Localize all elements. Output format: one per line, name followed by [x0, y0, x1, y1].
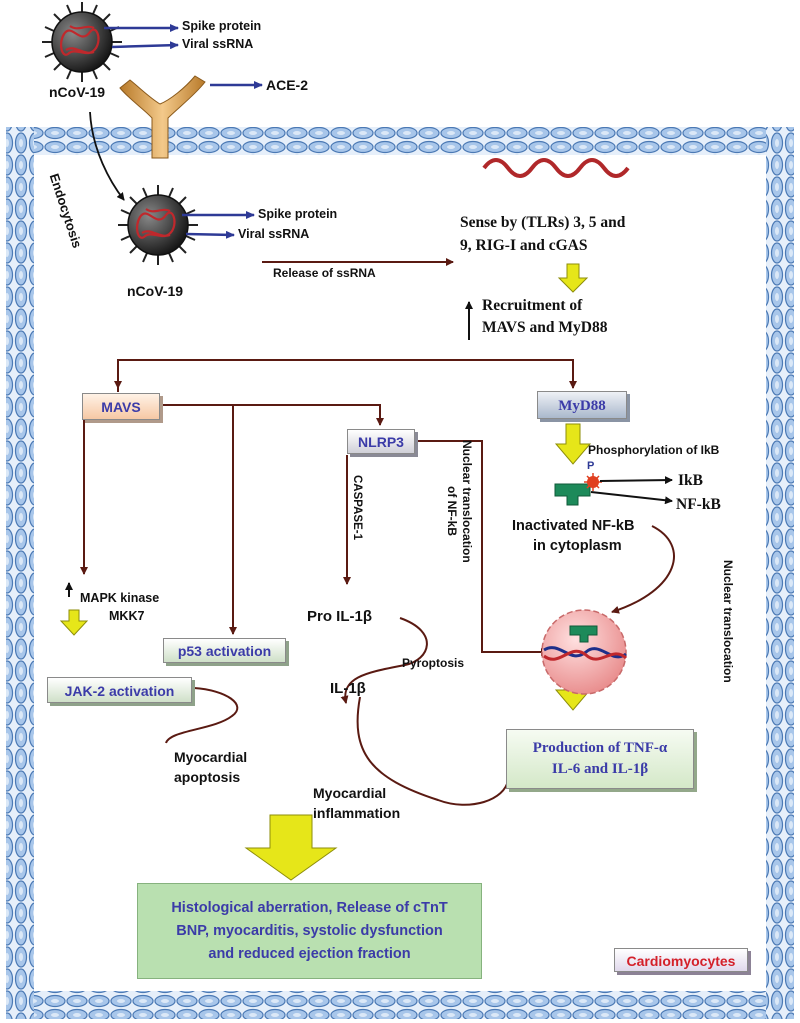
recruitment-line-1: Recruitment of [482, 297, 583, 314]
ncov19-label-inner: nCoV-19 [127, 283, 184, 299]
virus-particle-top [42, 2, 122, 82]
myocardial-apoptosis-line-1: Myocardial [174, 749, 248, 765]
label-pointer-arrows [104, 24, 263, 239]
sense-line-2: 9, RIG-I and cGAS [460, 237, 588, 254]
release-ssrna-label: Release of ssRNA [273, 266, 376, 280]
viral-ssrna-label-top: Viral ssRNA [182, 37, 254, 51]
upregulation-arrows [65, 301, 473, 597]
outcome-line-2: BNP, myocarditis, systolic dysfunction [176, 923, 443, 939]
mavs-box: MAVS [82, 393, 160, 420]
pyroptosis-label: Pyroptosis [402, 656, 465, 670]
sense-line-1: Sense by (TLRs) 3, 5 and [460, 214, 626, 231]
myocardial-inflammation-line-1: Myocardial [313, 785, 387, 801]
mapk-line-1: MAPK kinase [80, 591, 160, 605]
phosphorylation-label: Phosphorylation of IkB [588, 443, 720, 457]
inactivated-line-1: Inactivated NF-kB [512, 518, 635, 534]
recruitment-line-2: MAVS and MyD88 [482, 319, 608, 336]
nucleus-icon [541, 609, 628, 695]
outcome-line-1: Histological aberration, Release of cTnT [171, 900, 448, 916]
viral-ssrna-label-inner: Viral ssRNA [238, 227, 310, 241]
nfkb-complex-icon [554, 473, 602, 506]
inactivated-line-2: in cytoplasm [533, 538, 622, 554]
pro-il1b-label: Pro IL-1β [307, 608, 372, 625]
cell-membrane [6, 127, 794, 1019]
myocardial-inflammation-line-2: inflammation [313, 805, 401, 821]
il1b-label: IL-1β [330, 680, 366, 697]
ace2-label: ACE-2 [266, 77, 309, 93]
endocytosis-arrow [89, 111, 125, 201]
outcome-line-3: and reduced ejection fraction [208, 946, 411, 962]
nuclear-nfkb-line-1: Nuclear translocation [460, 440, 474, 563]
ncov19-label-top: nCoV-19 [49, 84, 106, 100]
cytokine-line-2: IL-6 and IL-1β [551, 761, 649, 777]
nuclear-translocation-label: Nuclear translocation [721, 560, 735, 683]
p53-activation-box: p53 activation [163, 638, 286, 663]
virus-particle-inner [118, 185, 198, 265]
spike-protein-label-top: Spike protein [182, 19, 262, 33]
caspase1-label: CASPASE-1 [351, 475, 363, 540]
cardiomyocytes-label: Cardiomyocytes [614, 948, 748, 972]
mapk-line-2: MKK7 [109, 609, 145, 623]
clinical-outcome-box: Histological aberration, Release of cTnT… [137, 883, 482, 979]
nfkb-label: NF-kB [676, 496, 721, 513]
myocardial-apoptosis-line-2: apoptosis [174, 769, 241, 785]
nuclear-translocation-nfkb-label: Nuclear translocation of NF-kB [444, 440, 474, 563]
jak2-activation-box: JAK-2 activation [47, 677, 192, 703]
pathway-connectors [80, 359, 675, 806]
ssrna-wave-icon [482, 158, 630, 178]
ace2-receptor [119, 75, 206, 159]
phosphate-p-label: P [587, 460, 595, 472]
spike-protein-label-inner: Spike protein [258, 207, 338, 221]
cytokine-line-1: Production of TNF-α [532, 740, 668, 756]
nlrp3-box: NLRP3 [347, 429, 415, 454]
cytokine-production-box: Production of TNF-α IL-6 and IL-1β [506, 729, 694, 789]
myd88-box: MyD88 [537, 391, 627, 419]
ikb-nfkb-arrows [590, 476, 673, 505]
ikb-label: IkB [678, 472, 703, 489]
nuclear-nfkb-line-2: of NF-kB [445, 486, 459, 536]
